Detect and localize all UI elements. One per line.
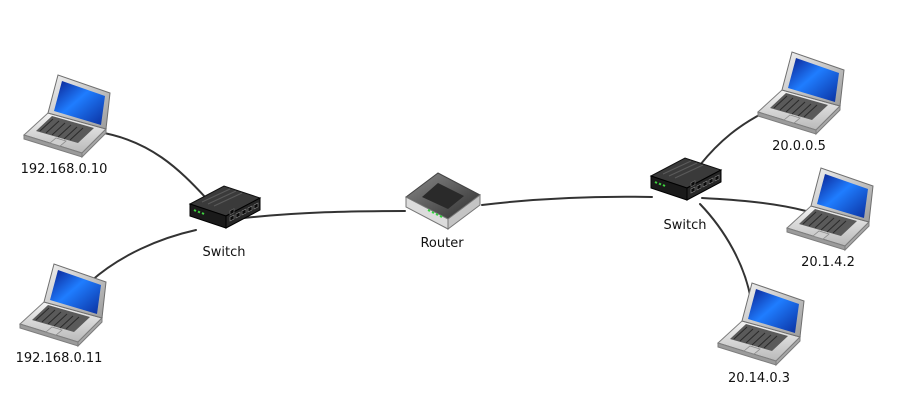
switch-left[interactable]: Switch (189, 185, 261, 260)
links (89, 112, 807, 301)
laptop-20-14-0-3[interactable]: 20.14.0.3 (717, 282, 805, 386)
switch-icon (650, 157, 722, 201)
laptop-icon (717, 282, 805, 366)
laptop-icon (757, 51, 845, 135)
device-label: 192.168.0.11 (16, 351, 103, 366)
router-icon (405, 172, 481, 230)
laptop-icon (23, 74, 111, 158)
laptop-icon (19, 263, 107, 347)
router[interactable]: Router (405, 172, 481, 251)
link-switch-left-router (243, 210, 406, 219)
link-switch-right-laptop-20-14-0-3 (699, 203, 752, 301)
device-label: 20.1.4.2 (801, 255, 855, 270)
link-laptop-192-168-0-11-switch-left (89, 229, 197, 283)
device-label: 20.0.0.5 (772, 139, 826, 154)
device-label: 192.168.0.10 (21, 162, 108, 177)
laptop-20-1-4-2[interactable]: 20.1.4.2 (786, 167, 874, 270)
device-label: 20.14.0.3 (728, 371, 790, 386)
link-switch-right-laptop-20-0-0-5 (699, 112, 764, 166)
device-label: Router (420, 236, 464, 251)
device-label: Switch (664, 218, 707, 233)
laptop-20-0-0-5[interactable]: 20.0.0.5 (757, 51, 845, 154)
link-router-switch-right (481, 195, 653, 206)
link-switch-right-laptop-20-1-4-2 (701, 197, 807, 212)
link-laptop-192-168-0-10-switch-left (97, 131, 207, 199)
laptop-192-168-0-11[interactable]: 192.168.0.11 (16, 263, 107, 366)
switch-right[interactable]: Switch (650, 157, 722, 233)
laptop-192-168-0-10[interactable]: 192.168.0.10 (21, 74, 111, 177)
device-label: Switch (203, 245, 246, 260)
